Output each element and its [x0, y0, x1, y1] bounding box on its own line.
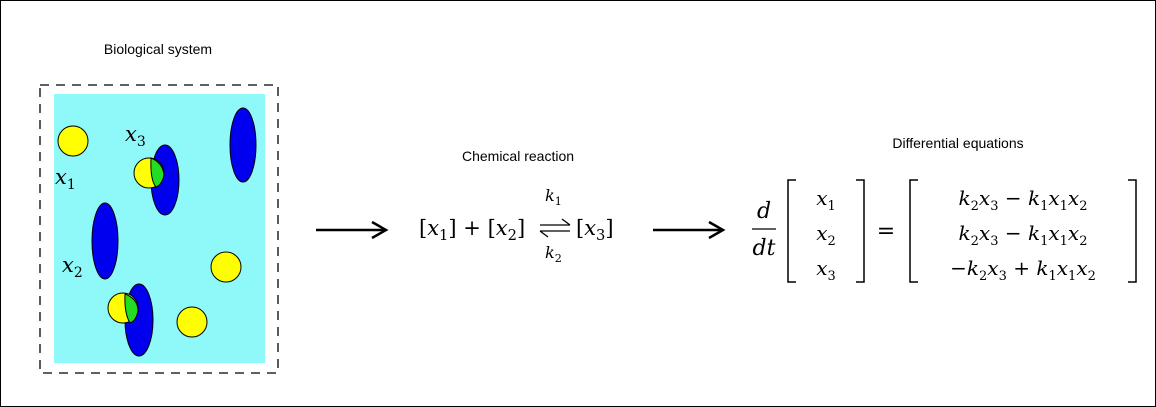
arrow-right-icon — [653, 220, 726, 240]
complex-molecule — [133, 144, 180, 216]
reaction-title: Chemical reaction — [461, 148, 575, 164]
species-x2: [x2] — [487, 216, 526, 245]
large-molecule — [91, 202, 119, 280]
svg-text:d: d — [757, 199, 771, 224]
species-x1: [x1] — [419, 216, 457, 245]
bio-system-panel: x1 x2 x3 — [39, 84, 279, 374]
arrow-right-icon — [316, 220, 389, 240]
small-molecule — [210, 251, 242, 283]
rhs-row-1: k2x3 − k1x1x2 — [959, 186, 1088, 214]
rhs-row-3: −k2x3 + k1x1x2 — [950, 256, 1096, 284]
vec-x2: x2 — [816, 221, 836, 249]
dashed-boundary — [39, 84, 279, 374]
plus-sign: + — [463, 216, 481, 240]
svg-text:dt: dt — [753, 236, 776, 261]
bio-system-title: Biological system — [103, 41, 213, 57]
small-molecule — [176, 306, 208, 338]
equilibrium-arrows-icon — [539, 218, 571, 238]
species-x3: [x3] — [576, 216, 614, 245]
label-x1: x1 — [55, 165, 76, 193]
complex-molecule — [107, 283, 154, 357]
ode-title: Differential equations — [892, 135, 1024, 151]
svg-text:=: = — [877, 219, 895, 244]
rate-k2: k2 — [545, 243, 562, 265]
label-x2: x2 — [62, 253, 83, 281]
large-molecule — [229, 107, 257, 183]
vec-x1: x1 — [816, 186, 836, 214]
rate-k1: k1 — [545, 186, 562, 208]
small-molecule — [57, 125, 89, 157]
rhs-row-2: k2x3 − k1x1x2 — [959, 221, 1088, 249]
reaction-equation: [x1] + [x2] — [419, 214, 526, 245]
ode-system: d dt x1 x2 x3 = k2x3 − k1x1x2 k2x3 − k1x… — [752, 179, 1137, 284]
vec-x3: x3 — [816, 256, 836, 284]
label-x3: x3 — [125, 122, 146, 150]
